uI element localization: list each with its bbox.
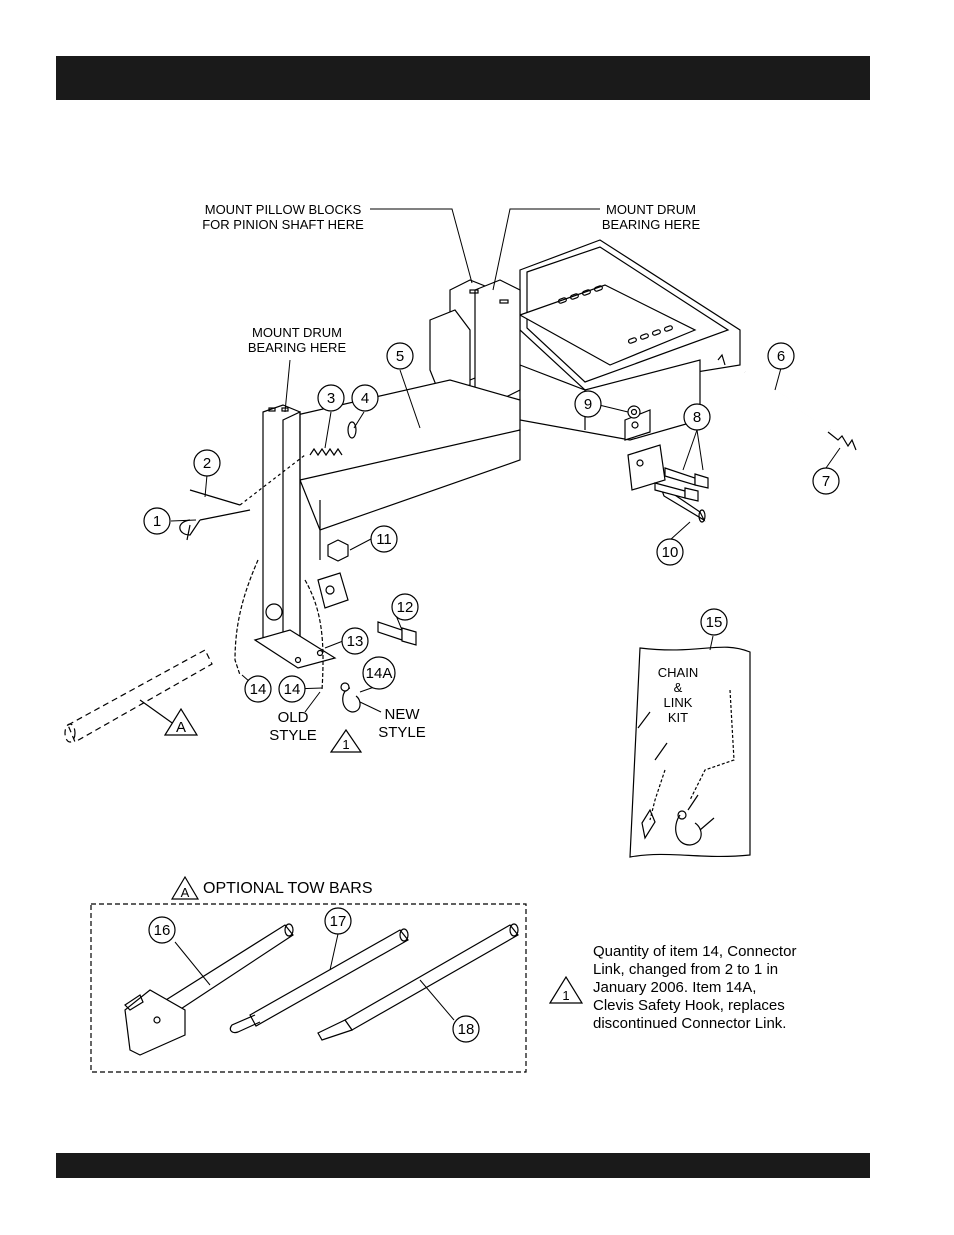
note-flag-number: 1 bbox=[562, 988, 569, 1003]
note-line-1: Quantity of item 14, Connector bbox=[593, 943, 797, 960]
balloon-15-label: 15 bbox=[706, 614, 723, 631]
tow-bar-16 bbox=[124, 923, 294, 1056]
note-line-3: January 2006. Item 14A, bbox=[593, 979, 757, 996]
new-style-label-2: STYLE bbox=[378, 724, 426, 741]
balloon-5 bbox=[386, 342, 414, 370]
chain-kit-label-4: KIT bbox=[668, 710, 688, 725]
balloon-5-label: 5 bbox=[396, 348, 404, 365]
frame-assembly bbox=[253, 239, 741, 669]
balloon-16-label: 16 bbox=[154, 922, 171, 939]
balloon-11 bbox=[370, 525, 398, 553]
chain-kit-bag bbox=[629, 646, 751, 858]
balloon-18 bbox=[452, 1015, 480, 1043]
flag-1-number: 1 bbox=[342, 737, 349, 752]
tow-bars-box bbox=[90, 903, 527, 1073]
balloon-14-left bbox=[244, 675, 272, 703]
drum-bearing-top-label-2: BEARING HERE bbox=[602, 217, 701, 232]
balloon-17-label: 17 bbox=[330, 913, 347, 930]
balloon-9 bbox=[574, 390, 602, 418]
balloon-11-label: 11 bbox=[376, 531, 392, 548]
washer bbox=[347, 421, 357, 439]
balloon-14-right-label: 14 bbox=[284, 681, 301, 698]
pillow-blocks-label-1: MOUNT PILLOW BLOCKS bbox=[205, 202, 362, 217]
note-line-4: Clevis Safety Hook, replaces bbox=[593, 997, 785, 1014]
old-style-label-1: OLD bbox=[278, 709, 309, 726]
tow-bars-flag-letter: A bbox=[181, 885, 190, 900]
balloon-10-label: 10 bbox=[662, 544, 679, 561]
tow-bar-18 bbox=[317, 923, 519, 1041]
balloon-2 bbox=[193, 449, 221, 477]
balloon-13 bbox=[341, 627, 369, 655]
hex-bolt bbox=[377, 621, 417, 646]
flag-1-triangle bbox=[329, 728, 363, 753]
balloon-18-label: 18 bbox=[458, 1021, 475, 1038]
balloon-4-label: 4 bbox=[361, 390, 369, 407]
leader-lines bbox=[170, 208, 841, 1021]
balloon-8-label: 8 bbox=[693, 409, 701, 426]
bolts bbox=[654, 467, 709, 502]
new-style-label-1: NEW bbox=[385, 706, 421, 723]
tow-bar-phantom bbox=[64, 649, 213, 743]
tow-bar-17 bbox=[229, 928, 409, 1034]
hex-nut bbox=[327, 539, 349, 562]
balloon-7-label: 7 bbox=[822, 473, 830, 490]
drum-bearing-top-label-1: MOUNT DRUM bbox=[606, 202, 696, 217]
balloon-3 bbox=[317, 384, 345, 412]
balloon-2-label: 2 bbox=[203, 455, 211, 472]
chain-kit-label-1: CHAIN bbox=[658, 665, 698, 680]
balloon-14a bbox=[362, 656, 396, 690]
clevis-pin bbox=[179, 489, 251, 541]
balloon-1 bbox=[143, 507, 171, 535]
balloon-4 bbox=[351, 384, 379, 412]
plate-slots bbox=[557, 285, 673, 344]
tow-bars-title: OPTIONAL TOW BARS bbox=[203, 880, 373, 897]
flag-a-letter: A bbox=[176, 719, 186, 736]
note-flag-triangle bbox=[548, 975, 584, 1004]
footer-bar bbox=[56, 1153, 870, 1178]
balloon-12 bbox=[391, 593, 419, 621]
drum-bearing-left-label-1: MOUNT DRUM bbox=[252, 325, 342, 340]
balloon-15 bbox=[700, 608, 728, 636]
safety-chains bbox=[234, 559, 324, 691]
balloon-1-label: 1 bbox=[153, 513, 161, 530]
nut bbox=[627, 405, 641, 419]
balloon-8 bbox=[683, 403, 711, 431]
flag-a-triangle bbox=[163, 707, 199, 736]
balloon-7 bbox=[812, 467, 840, 495]
balloon-16 bbox=[148, 916, 176, 944]
chain-kit-label-3: LINK bbox=[664, 695, 693, 710]
drum-bearing-left-label-2: BEARING HERE bbox=[248, 340, 347, 355]
spring bbox=[309, 447, 343, 457]
balloon-3-label: 3 bbox=[327, 390, 335, 407]
clevis-hook bbox=[340, 682, 361, 713]
balloon-6-label: 6 bbox=[777, 348, 785, 365]
balloon-17 bbox=[324, 907, 352, 935]
note-line-5: discontinued Connector Link. bbox=[593, 1015, 787, 1032]
balloon-14-right bbox=[278, 675, 306, 703]
part-balloons: 1 2 3 4 5 6 7 8 9 10 11 12 13 14 14 14A … bbox=[143, 342, 840, 1043]
balloon-9-label: 9 bbox=[584, 396, 592, 413]
balloon-14-left-label: 14 bbox=[250, 681, 267, 698]
long-pin bbox=[717, 353, 857, 451]
tow-bars-flag-triangle bbox=[170, 875, 200, 900]
balloon-13-label: 13 bbox=[347, 633, 364, 650]
change-note: Quantity of item 14, Connector Link, cha… bbox=[593, 943, 833, 1033]
chain-kit-label-2: & bbox=[674, 680, 683, 695]
old-style-label-2: STYLE bbox=[269, 727, 317, 744]
balloon-10 bbox=[656, 538, 684, 566]
balloon-12-label: 12 bbox=[397, 599, 414, 616]
balloon-6 bbox=[767, 342, 795, 370]
balloon-14a-label: 14A bbox=[366, 665, 393, 682]
note-line-2: Link, changed from 2 to 1 in bbox=[593, 961, 779, 978]
pillow-blocks-label-2: FOR PINION SHAFT HERE bbox=[202, 217, 364, 232]
header-bar bbox=[56, 56, 870, 100]
